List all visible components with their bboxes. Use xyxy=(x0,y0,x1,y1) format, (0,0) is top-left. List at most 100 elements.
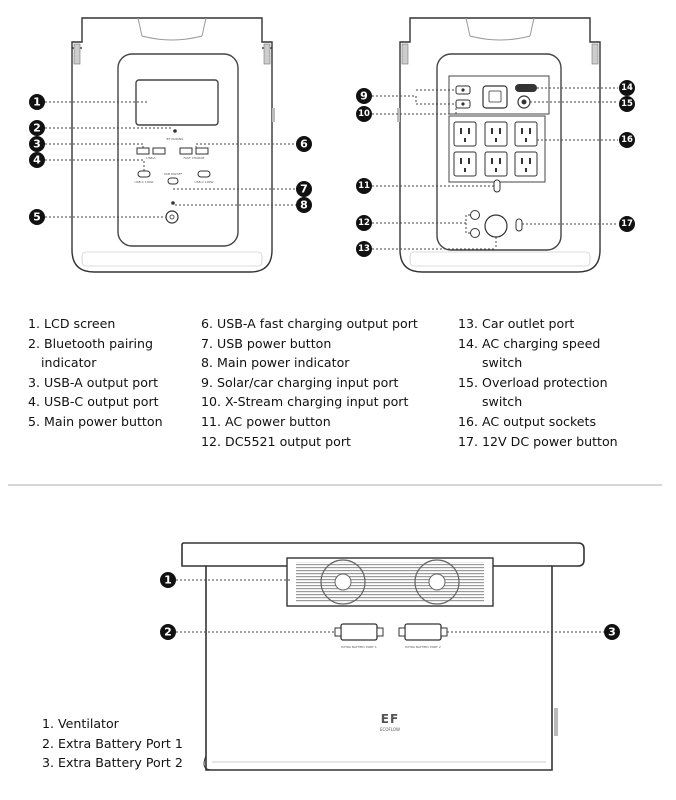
car-outlet-port xyxy=(484,214,508,238)
legend-item: switch xyxy=(482,394,523,410)
svg-text:4: 4 xyxy=(33,154,41,167)
main-power-button xyxy=(165,210,179,224)
svg-text:10: 10 xyxy=(358,109,370,119)
svg-text:EXTRA BATTERY PORT 2: EXTRA BATTERY PORT 2 xyxy=(405,645,441,649)
ecoflow-logo: EF ECOFLOW xyxy=(380,712,400,732)
front-leader-lines xyxy=(45,101,296,218)
svg-text:16: 16 xyxy=(621,135,633,145)
svg-text:15: 15 xyxy=(621,99,633,109)
ventilator xyxy=(286,557,494,607)
legend-item: 2. Extra Battery Port 1 xyxy=(42,735,183,751)
callout-9: 9 xyxy=(356,88,372,104)
svg-text:2: 2 xyxy=(164,626,172,639)
legend-item: 3. USB-A output port xyxy=(28,374,159,390)
usb-a-fast-port-left xyxy=(179,147,193,155)
front-panel-details: BT PAIRING USB-A FAST CHARGE USB-C 100W … xyxy=(135,129,214,224)
svg-text:FAST CHARGE: FAST CHARGE xyxy=(184,156,205,160)
svg-text:2: 2 xyxy=(33,122,41,135)
usb-power-button xyxy=(167,177,179,185)
callout-6: 6 xyxy=(296,136,312,152)
extra-battery-port-2 xyxy=(404,623,442,641)
svg-text:6: 6 xyxy=(300,138,308,151)
callout-13: 13 xyxy=(356,241,372,257)
legend-item: 16. AC output sockets xyxy=(458,413,597,429)
legend-item: 10. X-Stream charging input port xyxy=(201,394,409,410)
legend-item: switch xyxy=(482,355,523,371)
back-leader-lines xyxy=(372,87,618,250)
callout-5: 5 xyxy=(29,209,45,225)
ac-power-button xyxy=(493,179,501,193)
dc-power-button-12v xyxy=(515,218,523,232)
callout-1: 1 xyxy=(29,94,45,110)
front-view-device xyxy=(71,17,275,273)
back-panel-details xyxy=(453,84,538,238)
legend-item: 6. USB-A fast charging output port xyxy=(201,316,418,331)
callout-11: 11 xyxy=(356,178,372,194)
svg-text:8: 8 xyxy=(300,199,308,212)
legend-item: 5. Main power button xyxy=(28,413,163,429)
callout-14: 14 xyxy=(619,80,635,96)
callout-15: 15 xyxy=(619,96,635,112)
callout-16: 16 xyxy=(619,132,635,148)
callout-8: 8 xyxy=(296,197,312,213)
callout-4: 4 xyxy=(29,152,45,168)
legend-item: 17. 12V DC power button xyxy=(458,433,618,449)
usb-a-output-port-right xyxy=(152,147,166,155)
svg-text:13: 13 xyxy=(358,244,370,254)
legend-item: 9. Solar/car charging input port xyxy=(201,374,399,390)
svg-text:5: 5 xyxy=(33,211,41,224)
svg-text:USB-A: USB-A xyxy=(146,156,156,160)
legend-item: indicator xyxy=(41,355,97,371)
svg-text:BT PAIRING: BT PAIRING xyxy=(167,137,185,141)
svg-text:11: 11 xyxy=(358,181,370,191)
legend-middle-column: 6. USB-A fast charging output port 7. US… xyxy=(201,314,418,451)
svg-text:17: 17 xyxy=(621,219,633,229)
legend-right-column: 13. Car outlet port 14. AC charging spee… xyxy=(458,314,618,451)
svg-text:1: 1 xyxy=(33,96,41,109)
callout-7: 7 xyxy=(296,181,312,197)
front-panel xyxy=(117,53,239,247)
legend-item: 4. USB-C output port xyxy=(28,394,159,410)
extra-battery-ports: EXTRA BATTERY PORT 1 EXTRA BATTERY PORT … xyxy=(334,623,448,649)
usb-a-output-port-left xyxy=(136,147,150,155)
logo-mark: EF xyxy=(381,712,399,726)
callout-3: 3 xyxy=(29,136,45,152)
lcd-screen xyxy=(135,79,219,126)
logo-text: ECOFLOW xyxy=(380,727,400,732)
legend-item: 1. LCD screen xyxy=(28,316,116,331)
main-power-indicator xyxy=(171,201,175,205)
legend-item: 3. Extra Battery Port 2 xyxy=(42,755,183,771)
legend-item: 14. AC charging speed xyxy=(458,335,601,351)
dc5521-output-port-top xyxy=(470,210,480,220)
svg-text:12: 12 xyxy=(358,218,370,228)
bottom-callout-2: 2 xyxy=(160,624,176,640)
ac-output-sockets xyxy=(453,121,538,177)
svg-text:3: 3 xyxy=(608,626,616,639)
svg-text:USB-C 100W: USB-C 100W xyxy=(195,180,214,184)
legend-item: 8. Main power indicator xyxy=(201,355,350,371)
legend-item: 13. Car outlet port xyxy=(458,316,575,331)
callout-12: 12 xyxy=(356,215,372,231)
callout-2: 2 xyxy=(29,120,45,136)
svg-text:14: 14 xyxy=(621,83,633,93)
dc5521-output-port-bottom xyxy=(470,228,480,238)
legend-item: 11. AC power button xyxy=(201,413,331,429)
extra-battery-port-1 xyxy=(340,623,378,641)
svg-text:USB ON/OFF: USB ON/OFF xyxy=(164,172,183,176)
legend-item: 1. Ventilator xyxy=(42,716,119,731)
usb-a-fast-port-right xyxy=(195,147,209,155)
legend-bottom-column: 1. Ventilator 2. Extra Battery Port 1 3.… xyxy=(42,714,183,773)
legend-item: 7. USB power button xyxy=(201,335,332,351)
legend-item: 15. Overload protection xyxy=(458,374,608,390)
svg-text:9: 9 xyxy=(360,90,368,103)
usb-c-output-port-right xyxy=(197,170,211,178)
bottom-callout-3: 3 xyxy=(604,624,620,640)
legend-front-column: 1. LCD screen 2. Bluetooth pairing indic… xyxy=(28,314,163,432)
svg-text:1: 1 xyxy=(164,574,172,587)
bottom-leader-lines xyxy=(176,579,604,633)
usb-c-output-port-left xyxy=(137,170,151,178)
back-panel xyxy=(436,53,562,251)
callout-10: 10 xyxy=(356,106,372,122)
callout-17: 17 xyxy=(619,216,635,232)
